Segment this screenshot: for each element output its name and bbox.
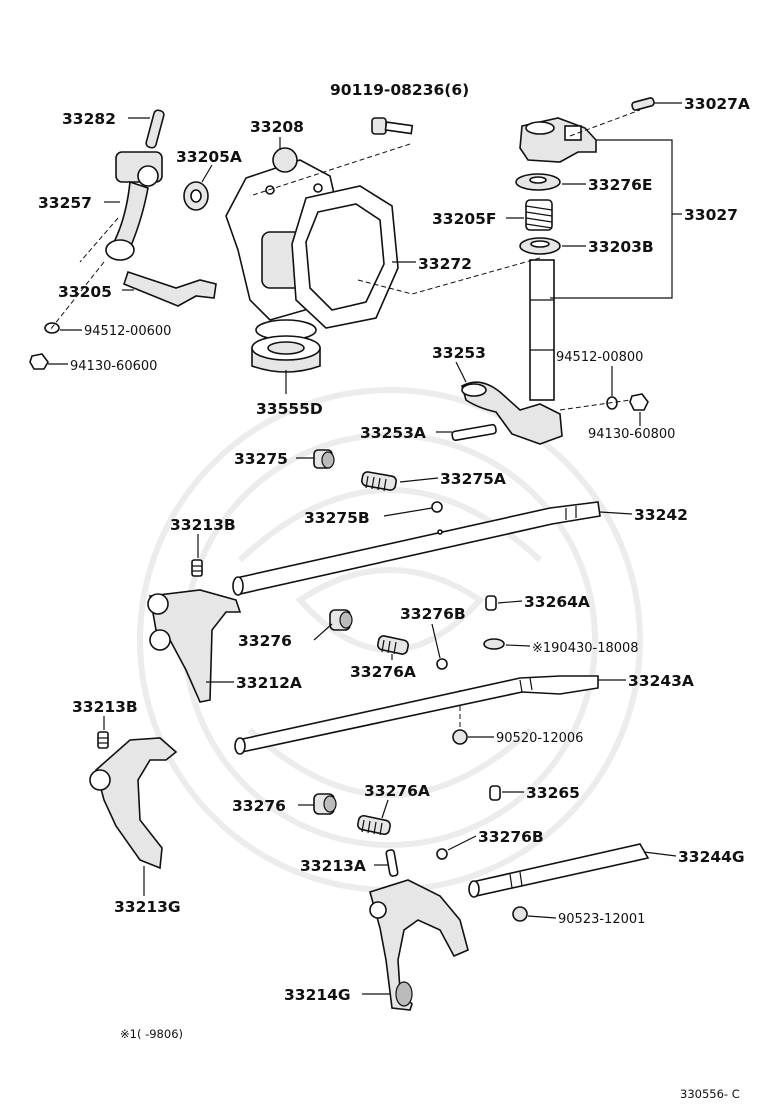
part-33214G-fork (369, 879, 469, 1011)
part-33212A-fork (147, 589, 242, 703)
label-94512-00800: 94512-00800 (556, 350, 643, 365)
part-33272-gasket (291, 185, 399, 329)
part-33257-lever (105, 151, 163, 261)
part-33205F-spring (525, 199, 553, 231)
label-33276E: 33276E (588, 176, 653, 194)
label-33275A: 33275A (440, 470, 506, 488)
label-33243A: 33243A (628, 672, 694, 690)
part-90523-12001-clip (512, 906, 528, 922)
label-33244G: 33244G (678, 848, 745, 866)
part-33276B-ball-1 (436, 658, 448, 670)
label-33275B: 33275B (304, 509, 370, 527)
part-33264A-pin (485, 595, 497, 611)
part-33213B-screw-1 (191, 559, 203, 577)
part-33276-plug-1 (329, 609, 353, 631)
label-33264A: 33264A (524, 593, 590, 611)
part-33282-pin (145, 109, 165, 149)
part-190430-18008-washer (483, 638, 505, 650)
part-33275-plug (313, 449, 335, 469)
part-33213A-pin (385, 849, 399, 877)
drawing-code: 330556- C (680, 1087, 740, 1101)
label-33213A: 33213A (300, 857, 366, 875)
label-90119-08236: 90119-08236(6) (330, 81, 469, 99)
part-33203B-seal (519, 237, 561, 255)
label-33276B-1: 33276B (400, 605, 466, 623)
label-94130-60600: 94130-60600 (70, 359, 157, 374)
label-33208: 33208 (250, 118, 304, 136)
label-33257: 33257 (38, 194, 92, 212)
label-33275: 33275 (234, 450, 288, 468)
label-94512-00600: 94512-00600 (84, 324, 171, 339)
part-33276A-spring-2 (357, 814, 391, 836)
part-33243A-rod (234, 675, 599, 755)
part-labels: 33027A 90119-08236(6) 33282 33208 33205A… (38, 81, 750, 1004)
label-33276A-2: 33276A (364, 782, 430, 800)
part-94130-60600-nut (29, 353, 49, 370)
part-33027A-pin (631, 97, 655, 111)
part-33205-shaft (123, 270, 217, 307)
part-33276B-ball-2 (436, 848, 448, 860)
part-33275A-spring (361, 471, 397, 492)
label-33213B-2: 33213B (72, 698, 138, 716)
part-33276A-spring-1 (377, 635, 409, 655)
label-33276B-2: 33276B (478, 828, 544, 846)
part-33242-rod (232, 501, 601, 596)
label-33205A: 33205A (176, 148, 242, 166)
label-33027: 33027 (684, 206, 738, 224)
part-90119-08236-bolt (371, 117, 414, 135)
label-33205: 33205 (58, 283, 112, 301)
dashed-lines (49, 109, 641, 730)
part-33276-plug-2 (313, 793, 337, 815)
part-33276E-washer (515, 173, 561, 191)
part-94130-60800-nut (629, 393, 649, 411)
part-33244G-rod (468, 843, 650, 898)
label-33276-1: 33276 (238, 632, 292, 650)
label-33253: 33253 (432, 344, 486, 362)
label-33203B: 33203B (588, 238, 654, 256)
label-190430-18008: ※190430-18008 (532, 641, 639, 656)
part-33027-shaft (529, 259, 555, 401)
label-33214G: 33214G (284, 986, 351, 1004)
part-33265-pin (489, 785, 501, 801)
label-33555D: 33555D (256, 400, 323, 418)
label-33272: 33272 (418, 255, 472, 273)
label-33213G: 33213G (114, 898, 181, 916)
leader-lines (48, 102, 682, 995)
label-33027A: 33027A (684, 95, 750, 113)
part-33253A-bolt (451, 423, 497, 442)
part-33555D-seal (251, 319, 321, 373)
label-33276A-1: 33276A (350, 663, 416, 681)
label-33205F: 33205F (432, 210, 497, 228)
label-33276-2: 33276 (232, 797, 286, 815)
part-33275B-ball (431, 501, 443, 513)
part-33213G-fork (89, 737, 178, 870)
part-33253-lever (461, 381, 563, 445)
label-90523-12001: 90523-12001 (558, 912, 645, 927)
part-33027-lever (519, 117, 597, 163)
part-33205A-seal (183, 181, 209, 211)
label-90520-12006: 90520-12006 (496, 731, 583, 746)
label-33282: 33282 (62, 110, 116, 128)
label-33212A: 33212A (236, 674, 302, 692)
part-90520-12006-clip (452, 729, 468, 745)
label-33213B-1: 33213B (170, 516, 236, 534)
label-33265: 33265 (526, 784, 580, 802)
footnote: ※1( -9806) (120, 1027, 183, 1041)
label-33253A: 33253A (360, 424, 426, 442)
label-94130-60800: 94130-60800 (588, 427, 675, 442)
label-33242: 33242 (634, 506, 688, 524)
part-33213B-screw-2 (97, 731, 109, 749)
